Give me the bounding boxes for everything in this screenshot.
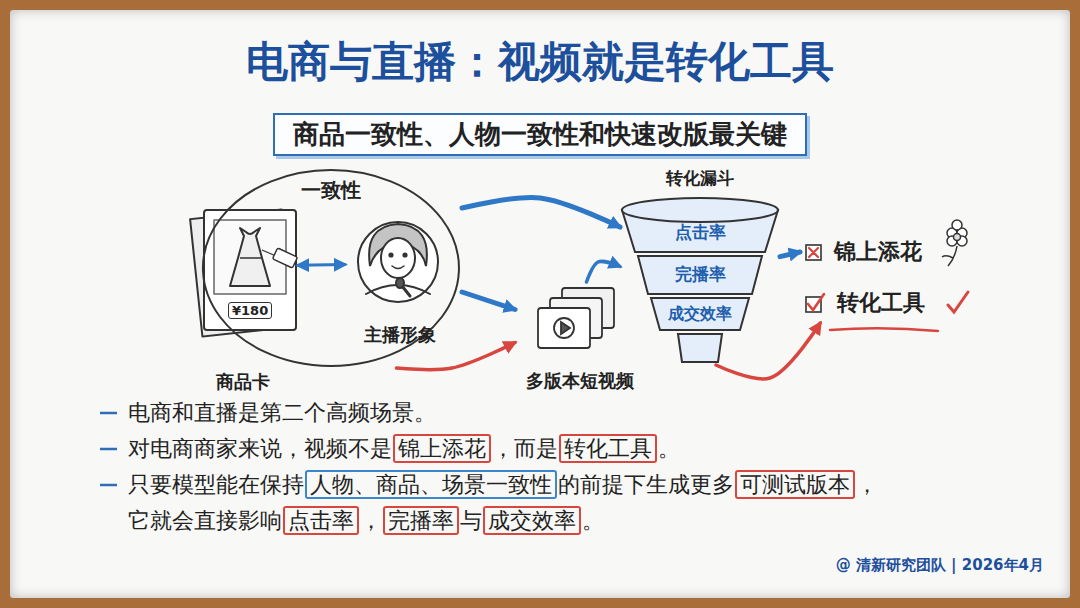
price-tag: ¥180 [228,302,272,319]
flow-arrow [298,263,345,267]
flower-doodle-stroke [954,234,961,241]
conversion-funnel: 转化漏斗点击率完播率成交效率 [620,168,780,365]
node-label: 点击率 [675,222,726,243]
bullet-text: 与 [460,508,482,533]
bullet-dash [100,413,117,485]
highlight-term: 完播率 [383,506,459,535]
host-avatar-icon-stroke [396,278,404,288]
highlight-term: 转化工具 [559,434,657,463]
host-avatar-icon-stroke [389,253,392,256]
chosen-option: 转化工具 [800,283,935,323]
bullet-line: 它就会直接影响点击率，完播率与成交效率。 [128,506,604,536]
outline-stroke [678,334,722,362]
node-label: 完播率 [675,264,726,285]
status-marks-stroke [830,328,938,331]
bullet-text: 的前提下生成更多 [558,472,734,497]
host-avatar-icon-stroke [381,238,415,278]
bullet-text: 。 [658,436,680,461]
outline-stroke [651,298,749,330]
node-label: 多版本短视频 [526,370,634,393]
host-avatar-icon-stroke [358,222,438,302]
bullet-text: 电商和直播是第二个高频场景。 [128,400,436,425]
highlight-term: 点击率 [283,506,359,535]
bullet-line: 电商和直播是第二个高频场景。 [128,398,436,428]
node-label: 成交效率 [668,304,732,324]
video-stack-icon-stroke [538,308,590,348]
flow-arrow [716,323,820,379]
flow-arrow [780,252,800,257]
host-avatar-icon [358,222,438,302]
consistency-group: 一致性商品卡主播形象 [200,168,462,368]
flow-arrow [462,292,515,310]
bullet-dash-stroke [100,484,117,487]
bullet-line: 只要模型能在保持人物、商品、场景一致性的前提下生成更多可测试版本， [128,470,878,500]
bullet-dash-stroke [100,448,117,451]
video-stack-icon [538,288,614,348]
rejected-option: 锦上添花 [800,232,930,272]
node-label: 商品卡 [216,371,270,394]
product-card-icon-stroke [240,257,262,259]
highlight-term: 可测试版本 [735,470,855,499]
bullet-dash-stroke [100,412,117,415]
product-card: 商品卡 [188,208,298,393]
bullet-text: ，而是 [492,436,558,461]
video-stack-icon-stroke [561,322,570,334]
bullet-text: ， [360,508,382,533]
node-label: 主播形象 [364,324,436,347]
flow-arrow [462,198,620,228]
host-image: 主播形象 [345,208,455,346]
bullet-text: 只要模型能在保持 [128,472,304,497]
product-card-icon-stroke [204,210,296,330]
outline-stroke [622,198,778,222]
video-versions: 多版本短视频 [515,282,645,392]
bullet-text: ， [856,472,878,497]
host-avatar-icon-stroke [403,253,406,256]
bullet-text: 对电商商家来说，视频不是 [128,436,392,461]
subtitle-box: 商品一致性、人物一致性和快速改版最关键 [273,113,807,156]
status-marks-stroke [948,292,968,312]
product-card-icon-stroke [230,228,270,286]
funnel-stage: 点击率 [640,218,760,248]
flow-arrow [587,261,621,282]
flower-doodle [942,220,967,266]
flower-doodle-stroke [942,246,957,266]
highlight-term: 成交效率 [483,506,581,535]
outline-stroke [638,256,762,294]
title: 电商与直播：视频就是转化工具 [0,34,1080,90]
status-marks-stroke [808,294,824,310]
status-marks-stroke [809,248,818,257]
node-label: 转化漏斗 [666,168,734,189]
node-label: 商品一致性、人物一致性和快速改版最关键 [293,118,787,151]
product-card-icon-stroke [272,248,297,268]
bullet-line: 对电商商家来说，视频不是锦上添花，而是转化工具。 [128,434,680,464]
outline-stroke [203,170,459,366]
highlight-term: 锦上添花 [393,434,491,463]
node-label: 锦上添花 [834,238,922,266]
highlight-term: 人物、商品、场景一致性 [305,470,557,499]
footer-credit: @ 清新研究团队 | 2026年4月 [836,556,1044,575]
funnel-stage: 完播率 [650,260,750,290]
product-card-icon [190,210,297,337]
funnel-stage: 成交效率 [660,300,740,328]
flow-arrow [397,343,516,370]
node-label: 转化工具 [837,289,925,317]
bullet-text: 它就会直接影响 [128,508,282,533]
video-stack-icon-stroke [554,318,574,338]
flower-doodle-stroke [952,220,962,230]
host-avatar-icon-stroke [392,266,404,269]
status-marks-stroke [806,245,821,260]
bullet-text: 。 [582,508,604,533]
node-label: 一致性 [301,178,361,203]
